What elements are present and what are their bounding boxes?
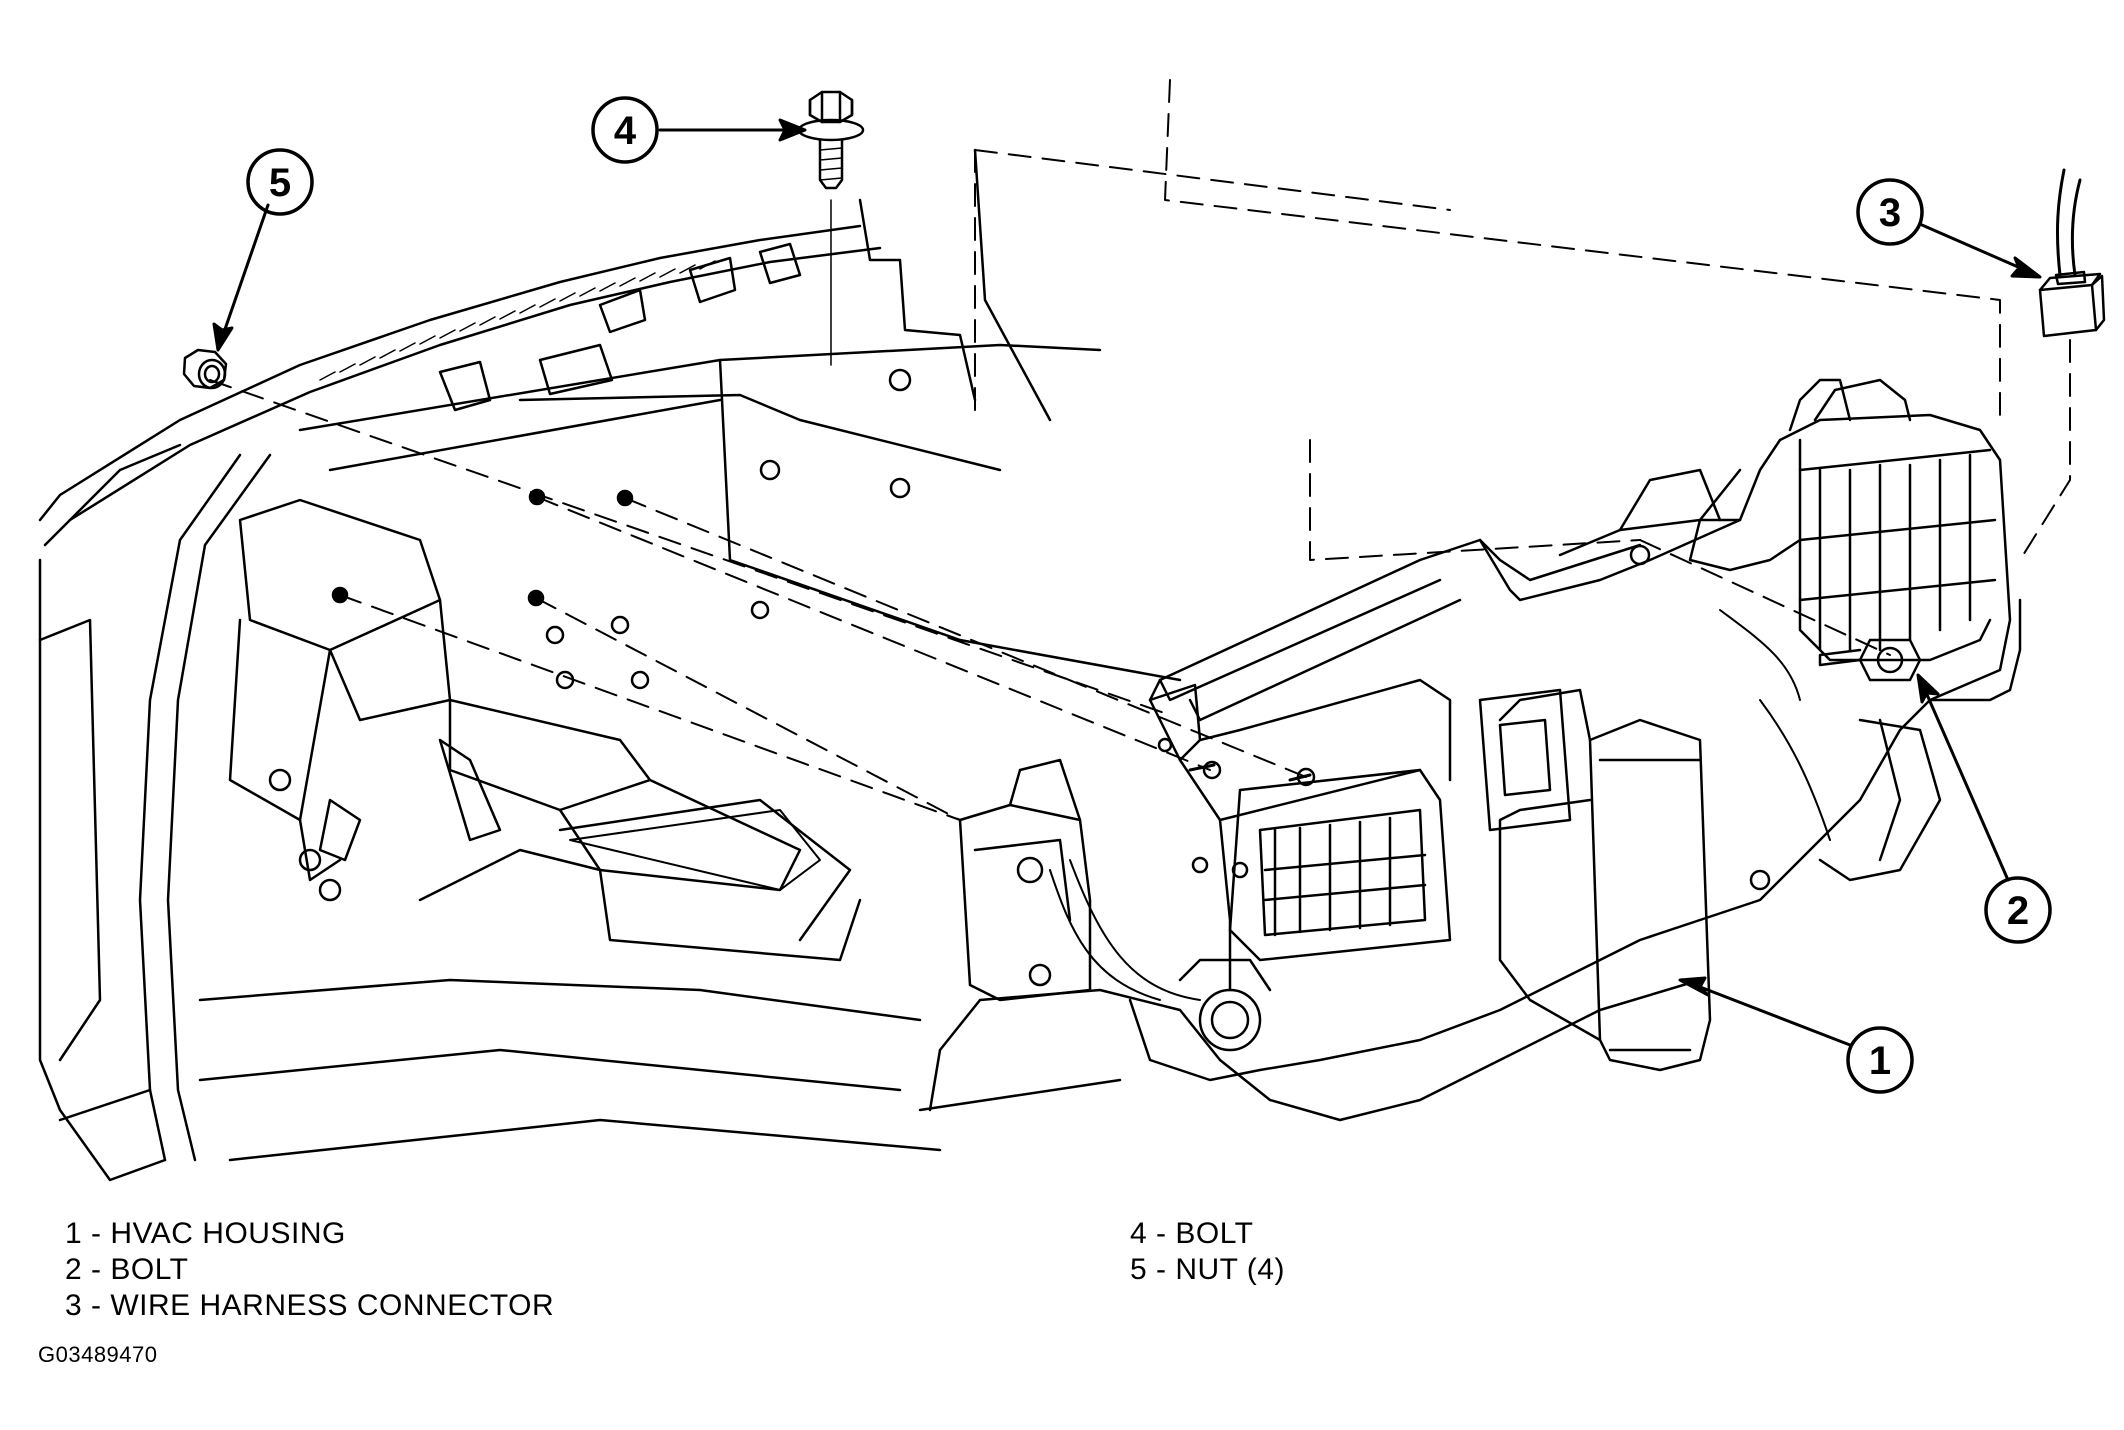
callout-1: 1 [1846, 1026, 1914, 1094]
wire-harness-connector-part [2038, 168, 2106, 338]
figure-code: G03489470 [38, 1342, 158, 1367]
legend-item-4: 4 - BOLT [1130, 1217, 1254, 1250]
callout-5: 5 [246, 148, 314, 216]
callout-4: 4 [591, 96, 659, 164]
dash-panel-body [38, 148, 1182, 1182]
legend-item-2: 2 - BOLT [65, 1253, 189, 1286]
nut-5-part [182, 348, 228, 390]
legend-left: 1 - HVAC HOUSING 2 - BOLT 3 - WIRE HARNE… [65, 1216, 554, 1324]
legend-item-5: 5 - NUT (4) [1130, 1253, 1285, 1286]
alignment-lines [209, 79, 2071, 821]
callout-1-number: 1 [1869, 1039, 1891, 1083]
callout-leaders [212, 118, 2042, 1047]
bolt-4-part [797, 90, 865, 366]
legend-item-3: 3 - WIRE HARNESS CONNECTOR [65, 1289, 555, 1322]
callout-3-number: 3 [1879, 191, 1901, 235]
callout-4-number: 4 [614, 109, 637, 153]
callout-2-number: 2 [2007, 889, 2029, 933]
callout-3: 3 [1856, 178, 1924, 246]
callout-2: 2 [1984, 876, 2052, 944]
legend-item-1: 1 - HVAC HOUSING [65, 1217, 346, 1250]
callout-5-number: 5 [269, 161, 291, 205]
hvac-housing [918, 378, 2022, 1122]
legend-right: 4 - BOLT 5 - NUT (4) [1130, 1216, 1285, 1288]
